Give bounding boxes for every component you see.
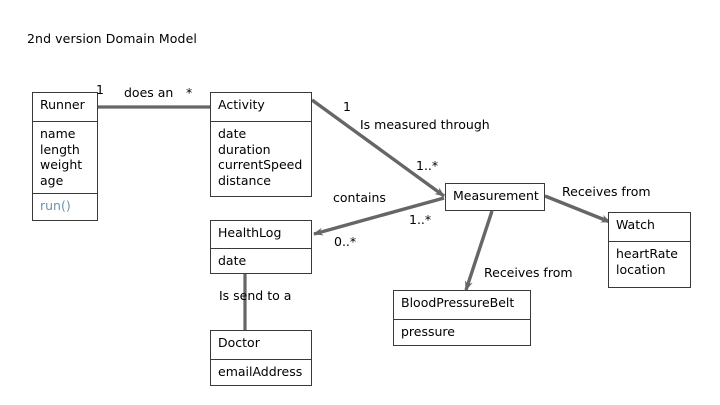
class-attributes-compartment: name length weight age bbox=[33, 121, 97, 193]
class-box-watch[interactable]: Watch heartRate location bbox=[608, 212, 691, 288]
class-attributes-compartment: date duration currentSpeed distance bbox=[211, 121, 311, 197]
class-name: Runner bbox=[40, 97, 85, 112]
class-name-compartment: Activity bbox=[211, 93, 311, 121]
multiplicity-healthlog-contains-end: 0..* bbox=[334, 234, 357, 249]
attribute: date bbox=[218, 126, 247, 141]
class-box-measurement[interactable]: Measurement bbox=[445, 183, 545, 211]
association-label-contains: contains bbox=[333, 190, 386, 205]
association-label-is-measured-through: Is measured through bbox=[360, 117, 490, 132]
edge-measurement-watch bbox=[544, 194, 611, 224]
multiplicity-activity-end: * bbox=[186, 85, 193, 100]
class-name: Watch bbox=[616, 217, 655, 232]
attribute: name bbox=[40, 126, 76, 141]
class-name: BloodPressureBelt bbox=[401, 295, 515, 310]
association-label-receives-from-watch: Receives from bbox=[562, 184, 651, 199]
page-title: 2nd version Domain Model bbox=[27, 31, 197, 46]
attribute: emailAddress bbox=[218, 364, 303, 379]
class-box-doctor[interactable]: Doctor emailAddress bbox=[210, 330, 312, 386]
multiplicity-measurement-measured-end: 1..* bbox=[416, 158, 439, 173]
class-name-compartment: Doctor bbox=[211, 331, 311, 359]
operation: run() bbox=[40, 198, 71, 213]
class-name-compartment: Runner bbox=[33, 93, 97, 121]
class-name: Doctor bbox=[218, 335, 260, 350]
class-name: Activity bbox=[218, 97, 265, 112]
attribute: location bbox=[616, 261, 666, 277]
attribute: length bbox=[40, 141, 80, 157]
class-attributes-compartment: date bbox=[211, 248, 311, 274]
association-label-does-an: does an bbox=[124, 85, 174, 100]
multiplicity-measurement-contains-end: 1..* bbox=[409, 212, 432, 227]
attribute: pressure bbox=[401, 324, 455, 339]
class-box-bloodpressurebelt[interactable]: BloodPressureBelt pressure bbox=[393, 290, 531, 346]
class-attributes-compartment: pressure bbox=[394, 319, 530, 346]
attribute: distance bbox=[218, 172, 271, 188]
class-name-compartment: Watch bbox=[609, 213, 690, 241]
association-label-receives-from-belt: Receives from bbox=[484, 265, 573, 280]
class-box-runner[interactable]: Runner name length weight age run() bbox=[32, 92, 98, 221]
class-name: HealthLog bbox=[218, 225, 282, 240]
class-name-compartment: BloodPressureBelt bbox=[394, 291, 530, 319]
class-box-healthlog[interactable]: HealthLog date bbox=[210, 220, 312, 274]
multiplicity-runner-end: 1 bbox=[96, 82, 104, 97]
attribute: age bbox=[40, 172, 64, 188]
attribute: heartRate bbox=[616, 246, 678, 261]
attribute: duration bbox=[218, 141, 271, 157]
attribute: date bbox=[218, 253, 247, 268]
attribute: weight bbox=[40, 157, 83, 172]
edge-activity-measurement bbox=[311, 98, 445, 198]
class-attributes-compartment: heartRate location bbox=[609, 241, 690, 288]
class-name-compartment: Measurement bbox=[446, 184, 544, 210]
class-operations-compartment: run() bbox=[33, 193, 97, 222]
class-name: Measurement bbox=[453, 188, 539, 203]
attribute: currentSpeed bbox=[218, 157, 303, 172]
class-box-activity[interactable]: Activity date duration currentSpeed dist… bbox=[210, 92, 312, 197]
class-name-compartment: HealthLog bbox=[211, 221, 311, 248]
association-label-is-send-to-a: Is send to a bbox=[219, 288, 292, 303]
multiplicity-activity-measured-end: 1 bbox=[343, 99, 351, 114]
class-attributes-compartment: emailAddress bbox=[211, 359, 311, 386]
